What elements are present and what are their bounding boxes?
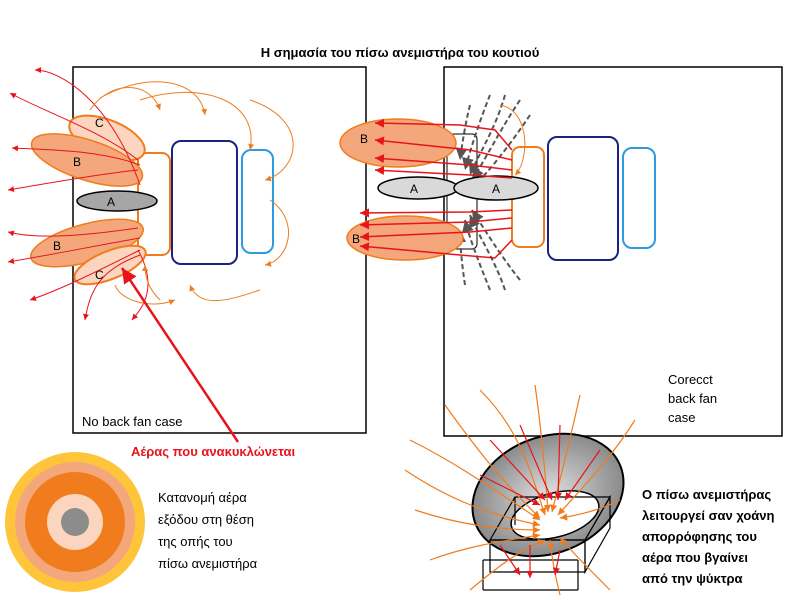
recirculation-label: Αέρας που ανακυκλώνεται [131, 444, 296, 459]
left-component-navy [171, 140, 238, 265]
right-case-outline [443, 66, 783, 437]
label-b-top: B [73, 155, 81, 169]
right-label-a-left: A [410, 182, 418, 196]
lobe-a [76, 190, 158, 212]
funnel-red-arrows [479, 424, 601, 578]
right-exhaust-arrows [359, 118, 513, 259]
label-c-top: C [95, 116, 104, 130]
right-caption-line-1: Corecct [668, 372, 713, 387]
recirculation-pointer-arrow [120, 267, 240, 443]
fan-funnel-illustration [404, 384, 636, 596]
funnel-caption-3: απορρόφησης του [642, 529, 757, 544]
left-case-caption: No back fan case [82, 414, 182, 429]
left-exhaust-arrows [7, 67, 149, 321]
left-recirculation-arrows [89, 81, 294, 306]
label-a: A [107, 195, 115, 209]
right-label-a-right: A [492, 182, 500, 196]
right-component-navy [547, 136, 619, 261]
right-orange-flow [499, 104, 526, 176]
left-case-diagram: C B A B C No back [7, 66, 367, 443]
label-c-bottom: C [95, 268, 104, 282]
right-label-b-bottom: B [352, 232, 360, 246]
funnel-caption-2: λειτουργεί σαν χοάνη [642, 508, 775, 523]
funnel-caption-4: αέρα που βγαίνει [642, 550, 748, 565]
distribution-caption-4: πίσω ανεμιστήρα [158, 556, 258, 571]
distribution-caption-3: της οπής του [158, 534, 233, 549]
right-lobe-b-bottom [346, 215, 464, 261]
distribution-caption-1: Κατανομή αέρα [158, 490, 247, 505]
ring-center-gray [61, 508, 89, 536]
diagram-title: Η σημασία του πίσω ανεμιστήρα του κουτιο… [261, 45, 540, 60]
right-lobe-a-right [453, 175, 539, 201]
right-caption-line-2: back fan [668, 391, 717, 406]
right-caption-line-3: case [668, 410, 695, 425]
right-component-blue [622, 147, 656, 249]
funnel-caption-1: Ο πίσω ανεμιστήρας [642, 487, 771, 502]
funnel-caption-5: από την ψύκτρα [642, 571, 743, 586]
right-label-b-top: B [360, 132, 368, 146]
label-b-bottom: B [53, 239, 61, 253]
left-component-blue [241, 149, 274, 254]
distribution-caption-2: εξόδου στη θέση [158, 512, 254, 527]
exhaust-distribution-rings [5, 452, 145, 592]
right-case-diagram: B A A B Corecct back fan case [339, 66, 783, 437]
